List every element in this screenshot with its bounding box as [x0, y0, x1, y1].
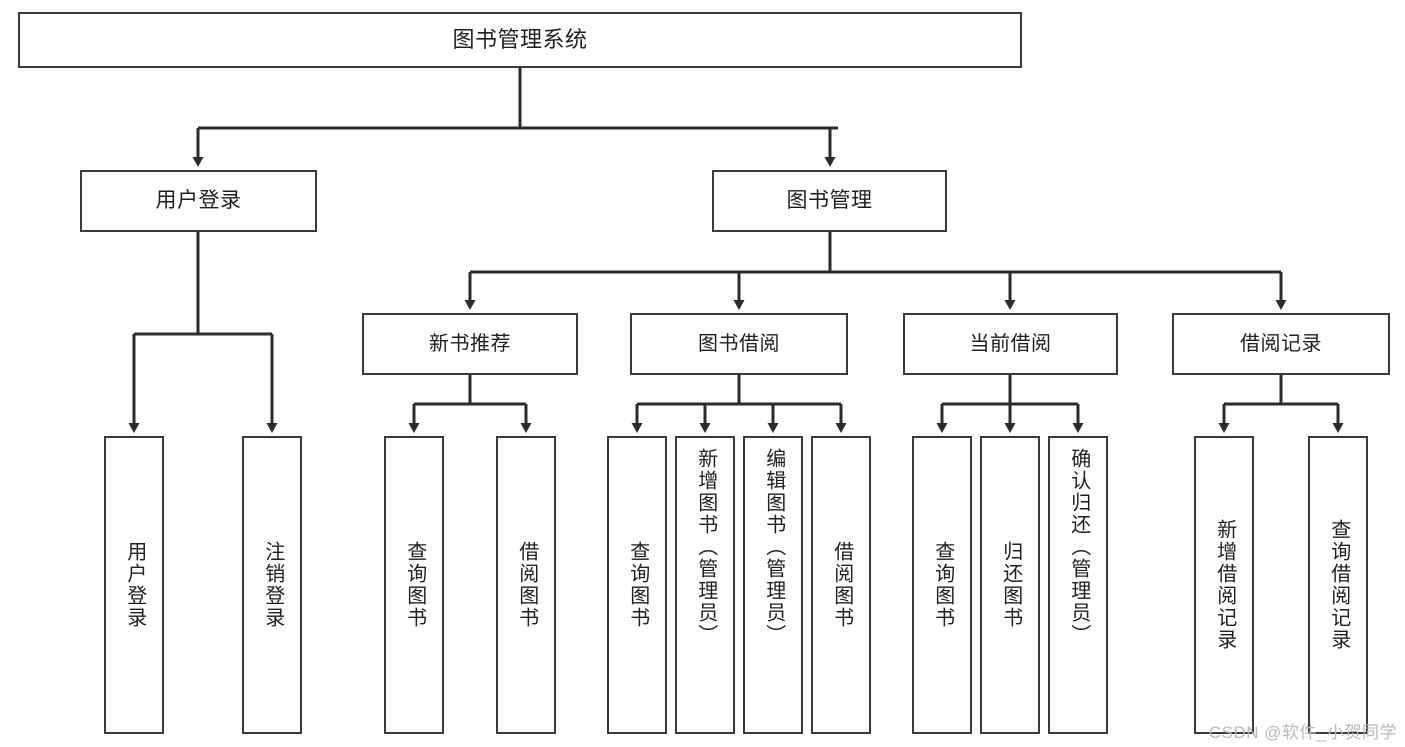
- node-label: 图书管理: [786, 189, 873, 213]
- node-label: 查询图书: [626, 541, 649, 629]
- node-label: 借阅图书: [830, 541, 853, 629]
- node-label: 新增借阅记录: [1213, 519, 1236, 651]
- node-label: 图书管理系统: [452, 26, 588, 52]
- leaf-query-book-borrow[interactable]: 查询图书: [607, 436, 667, 734]
- leaf-confirm-return-admin[interactable]: 确认归还（管理员）: [1048, 436, 1108, 734]
- leaf-user-login[interactable]: 用户登录: [104, 436, 164, 734]
- node-label: 确认归还（管理员）: [1067, 448, 1090, 646]
- node-borrow-record[interactable]: 借阅记录: [1172, 313, 1390, 375]
- watermark: CSDN @软件_小贺同学: [1208, 723, 1397, 742]
- node-label: 新增图书（管理员）: [694, 448, 717, 646]
- leaf-return-book[interactable]: 归还图书: [980, 436, 1040, 734]
- node-label: 用户登录: [123, 541, 146, 629]
- leaf-add-borrow-record[interactable]: 新增借阅记录: [1194, 436, 1254, 734]
- node-label: 当前借阅: [969, 333, 1052, 355]
- leaf-borrow-book[interactable]: 借阅图书: [811, 436, 871, 734]
- node-label: 用户登录: [155, 189, 242, 213]
- node-current-borrow[interactable]: 当前借阅: [903, 313, 1118, 375]
- leaf-query-book-current[interactable]: 查询图书: [912, 436, 972, 734]
- node-label: 查询借阅记录: [1327, 519, 1350, 651]
- node-label: 图书借阅: [698, 333, 780, 355]
- node-label: 查询图书: [403, 541, 426, 629]
- leaf-edit-book-admin[interactable]: 编辑图书（管理员）: [743, 436, 803, 734]
- node-book-borrow[interactable]: 图书借阅: [630, 313, 848, 375]
- leaf-query-book-recommend[interactable]: 查询图书: [384, 436, 444, 734]
- node-root-system[interactable]: 图书管理系统: [18, 12, 1022, 68]
- node-label: 编辑图书（管理员）: [762, 448, 785, 646]
- node-label: 新书推荐: [429, 333, 511, 355]
- leaf-borrow-book-recommend[interactable]: 借阅图书: [496, 436, 556, 734]
- leaf-query-borrow-record[interactable]: 查询借阅记录: [1308, 436, 1368, 734]
- node-label: 查询图书: [931, 541, 954, 629]
- leaf-add-book-admin[interactable]: 新增图书（管理员）: [675, 436, 735, 734]
- node-label: 注销登录: [261, 541, 284, 629]
- node-label: 归还图书: [999, 541, 1022, 629]
- node-label: 借阅图书: [515, 541, 538, 629]
- node-user-login[interactable]: 用户登录: [80, 170, 317, 232]
- leaf-logout[interactable]: 注销登录: [242, 436, 302, 734]
- node-book-management[interactable]: 图书管理: [712, 170, 947, 232]
- node-new-book-recommend[interactable]: 新书推荐: [362, 313, 578, 375]
- node-label: 借阅记录: [1240, 333, 1322, 355]
